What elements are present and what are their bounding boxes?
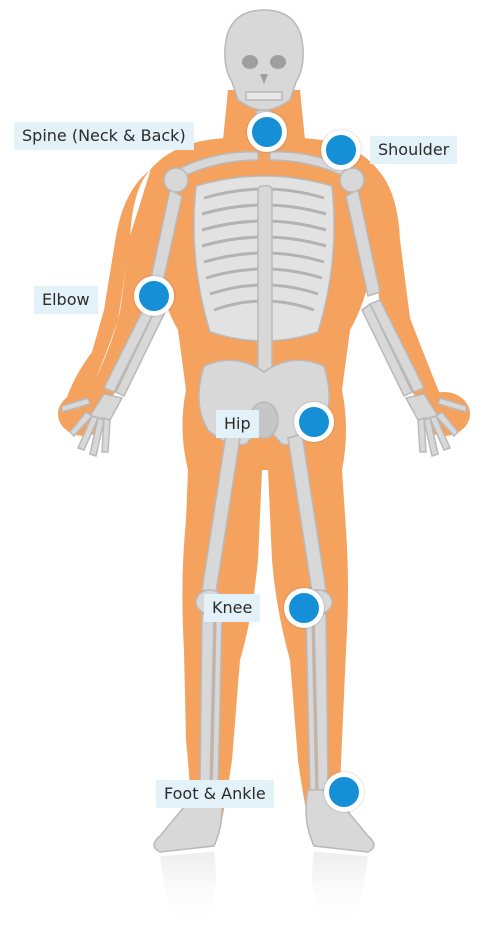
marker-hip[interactable] — [294, 402, 334, 442]
label-elbow: Elbow — [34, 286, 98, 314]
marker-shoulder[interactable] — [321, 130, 361, 170]
label-knee: Knee — [204, 594, 260, 622]
feet-reflection — [160, 852, 368, 930]
label-foot-ankle: Foot & Ankle — [156, 780, 274, 808]
marker-knee[interactable] — [284, 588, 324, 628]
label-shoulder: Shoulder — [370, 136, 457, 164]
marker-elbow[interactable] — [134, 276, 174, 316]
label-hip: Hip — [216, 410, 259, 438]
label-spine: Spine (Neck & Back) — [14, 122, 194, 150]
marker-spine[interactable] — [247, 112, 287, 152]
marker-foot-ankle[interactable] — [324, 772, 364, 812]
